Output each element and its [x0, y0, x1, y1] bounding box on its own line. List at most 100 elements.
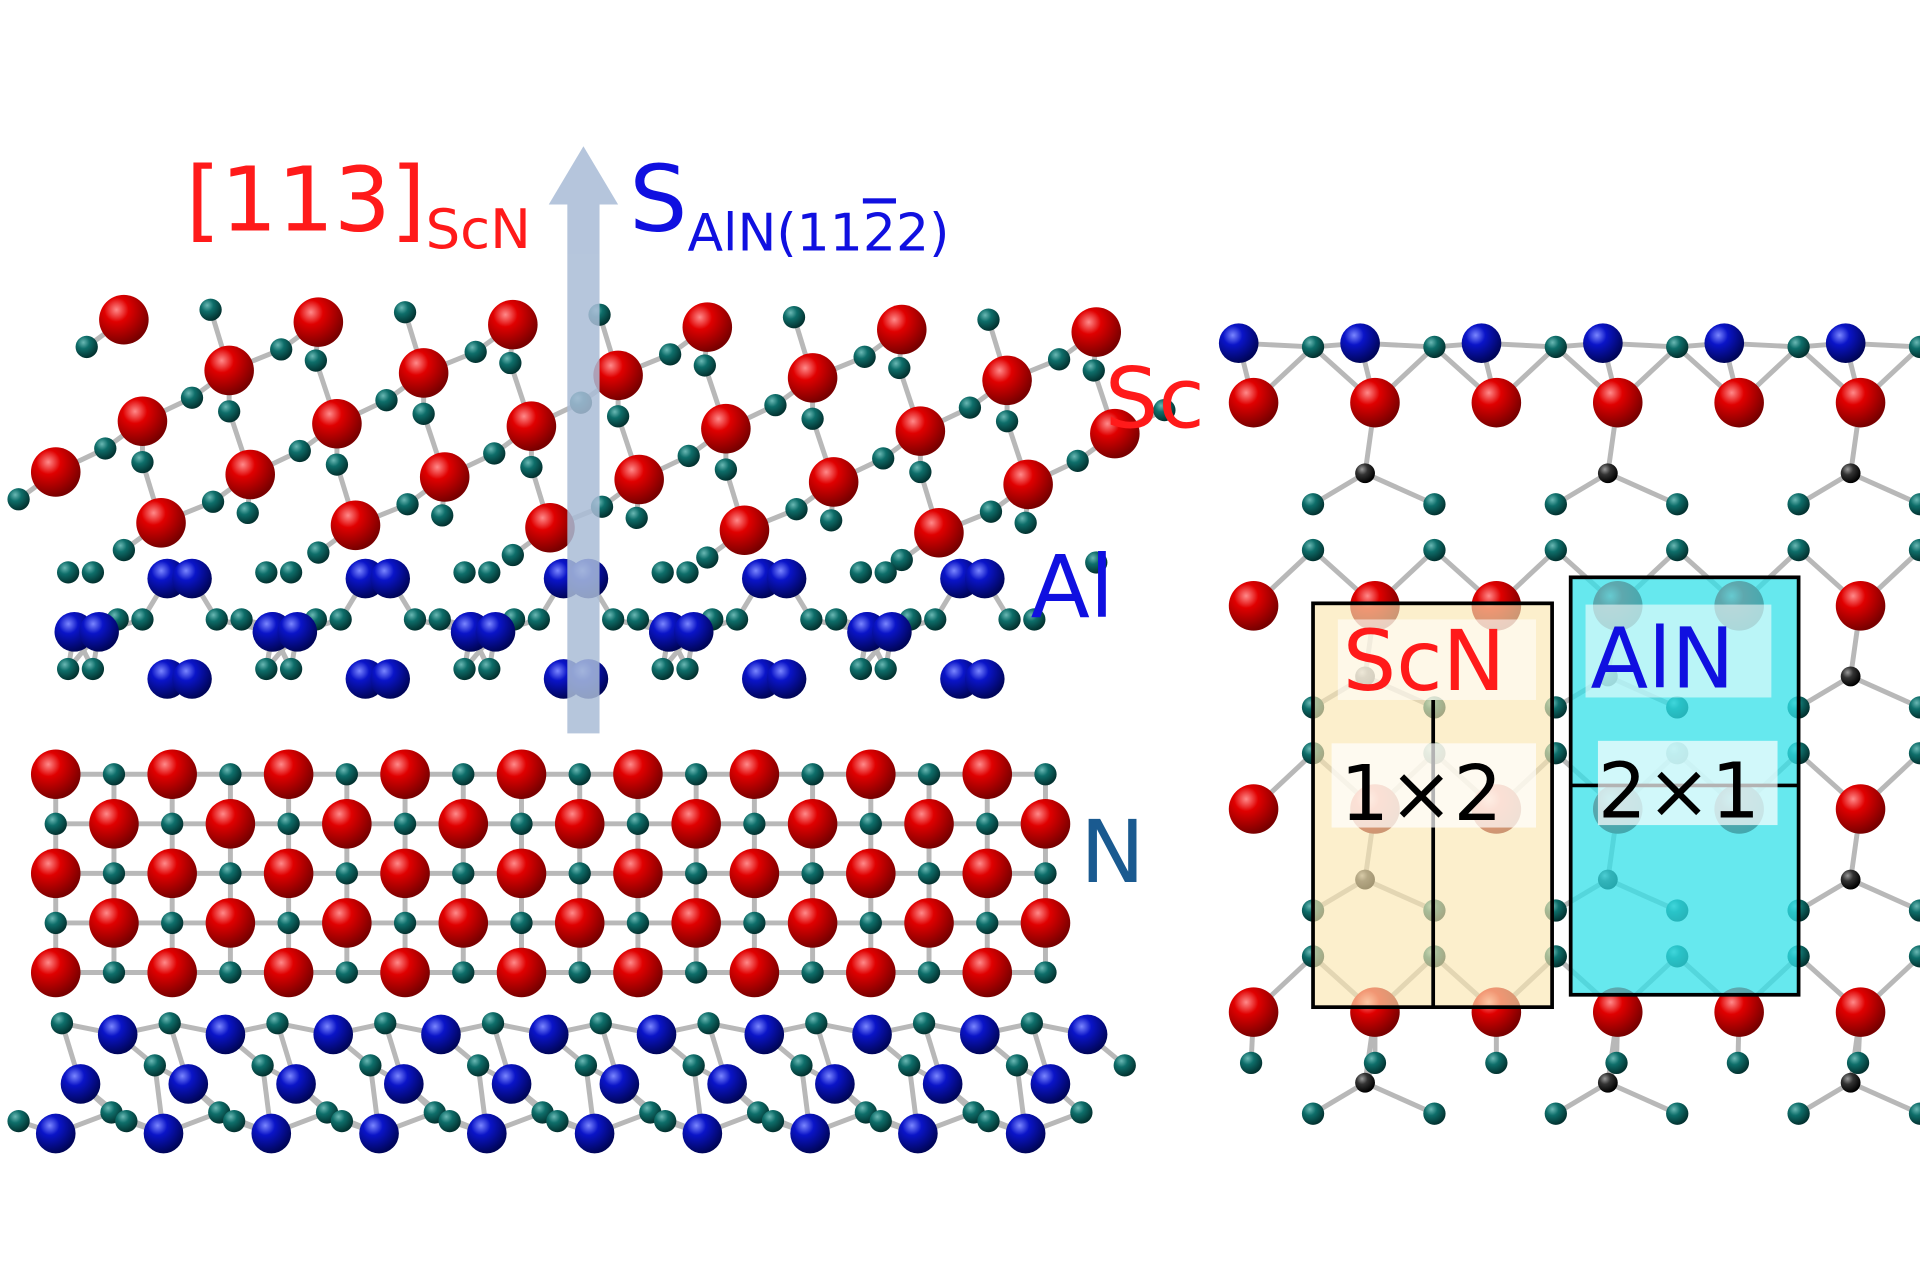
nitrogen-atom — [335, 862, 358, 885]
nitrogen-atom — [1666, 335, 1689, 359]
scandium-atom — [613, 848, 663, 899]
nitrogen-atom — [205, 608, 228, 631]
nitrogen-atom — [824, 608, 848, 631]
nitrogen-atom — [115, 1109, 138, 1133]
nitrogen-atom — [452, 763, 475, 786]
scandium-atom — [904, 898, 954, 948]
scandium-atom — [808, 457, 859, 507]
aluminum-atom — [636, 1014, 677, 1055]
atom — [1355, 463, 1375, 484]
scandium-atom — [525, 503, 575, 553]
aluminum-atom — [168, 1064, 209, 1104]
scandium-atom — [671, 898, 721, 948]
nitrogen-atom — [589, 1012, 612, 1035]
nitrogen-atom — [1034, 862, 1057, 885]
nitrogen-atom — [1908, 696, 1920, 719]
nitrogen-atom — [676, 561, 699, 584]
aluminum-atom — [1583, 323, 1623, 364]
nitrogen-atom — [801, 763, 824, 786]
nitrogen-atom — [81, 561, 105, 584]
nitrogen-atom — [1485, 1051, 1508, 1075]
scandium-atom — [488, 299, 538, 350]
nitrogen-atom — [743, 812, 766, 835]
nitrogen-atom — [785, 498, 808, 521]
growth-direction-arrow — [548, 146, 619, 734]
nitrogen-atom — [696, 546, 719, 569]
scandium-atom — [147, 848, 197, 899]
scandium-atom — [904, 799, 954, 849]
nitrogen-atom — [801, 862, 824, 885]
scandium-atom — [729, 749, 780, 800]
nitrogen-atom — [626, 608, 650, 631]
scandium-atom — [614, 454, 664, 505]
aluminum-atom — [251, 1113, 292, 1154]
nitrogen-atom — [1846, 1051, 1870, 1075]
nitrogen-atom — [958, 396, 982, 419]
aluminum-atom — [766, 558, 807, 599]
nitrogen-atom — [464, 340, 487, 364]
nitrogen-atom — [676, 657, 699, 681]
nitrogen-atom — [976, 812, 999, 835]
aluminum-atom — [370, 558, 411, 599]
scandium-atom — [1350, 377, 1400, 428]
nitrogen-atom — [102, 862, 126, 885]
nitrogen-atom — [1301, 538, 1325, 562]
scandium-atom — [613, 947, 663, 998]
nitrogen-atom — [1787, 493, 1810, 516]
nitrogen-atom — [1113, 1054, 1136, 1077]
nitrogen-atom — [625, 506, 648, 530]
layer-label-al: Al — [1031, 538, 1114, 638]
aluminum-atom — [172, 659, 212, 699]
scandium-atom — [914, 507, 964, 558]
nitrogen-atom — [1666, 538, 1689, 562]
scandium-atom — [682, 302, 733, 352]
nitrogen-atom — [651, 657, 674, 681]
nitrogen-atom — [466, 1054, 490, 1077]
nitrogen-atom — [102, 763, 126, 786]
scandium-atom — [380, 947, 430, 998]
scandium-atom — [613, 749, 663, 800]
nitrogen-atom — [359, 1054, 382, 1077]
scandium-atom — [846, 749, 896, 800]
bond — [1849, 674, 1920, 710]
scandium-atom — [787, 799, 838, 849]
scandium-atom — [554, 898, 605, 948]
nitrogen-atom — [654, 1109, 677, 1133]
nitrogen-atom — [510, 911, 533, 935]
nitrogen-atom — [94, 437, 117, 460]
scandium-atom — [1228, 784, 1279, 834]
aluminum-atom — [1005, 1113, 1046, 1154]
scandium-atom — [205, 898, 256, 948]
nitrogen-atom — [853, 345, 876, 368]
atom — [1597, 1072, 1618, 1093]
aluminum-atom — [960, 1014, 1000, 1055]
aluminum-atom — [277, 612, 318, 652]
nitrogen-atom — [568, 763, 591, 786]
scandium-atom — [593, 350, 643, 401]
nitrogen-atom — [1544, 335, 1567, 359]
nitrogen-atom — [764, 393, 787, 417]
nitrogen-atom — [266, 1012, 289, 1035]
nitrogen-atom — [977, 1109, 1000, 1133]
nitrogen-atom — [288, 439, 311, 463]
nitrogen-atom — [158, 1012, 181, 1035]
direction-label: [113]ScN — [186, 148, 531, 260]
nitrogen-atom — [44, 812, 67, 835]
nitrogen-atom — [131, 450, 154, 474]
scandium-atom — [1835, 987, 1886, 1037]
nitrogen-atom — [685, 862, 708, 885]
nitrogen-atom — [924, 608, 947, 631]
aluminum-atom — [1067, 1014, 1108, 1055]
nitrogen-atom — [995, 410, 1019, 433]
nitrogen-atom — [782, 306, 806, 329]
nitrogen-atom — [1020, 1012, 1043, 1035]
nitrogen-atom — [682, 1054, 705, 1077]
scandium-atom — [147, 947, 197, 998]
aluminum-atom — [79, 612, 119, 652]
scandium-atom — [293, 297, 344, 347]
aluminum-atom — [790, 1113, 830, 1154]
scandium-atom — [117, 396, 168, 447]
scandium-atom — [30, 947, 81, 998]
nitrogen-atom — [859, 911, 882, 935]
